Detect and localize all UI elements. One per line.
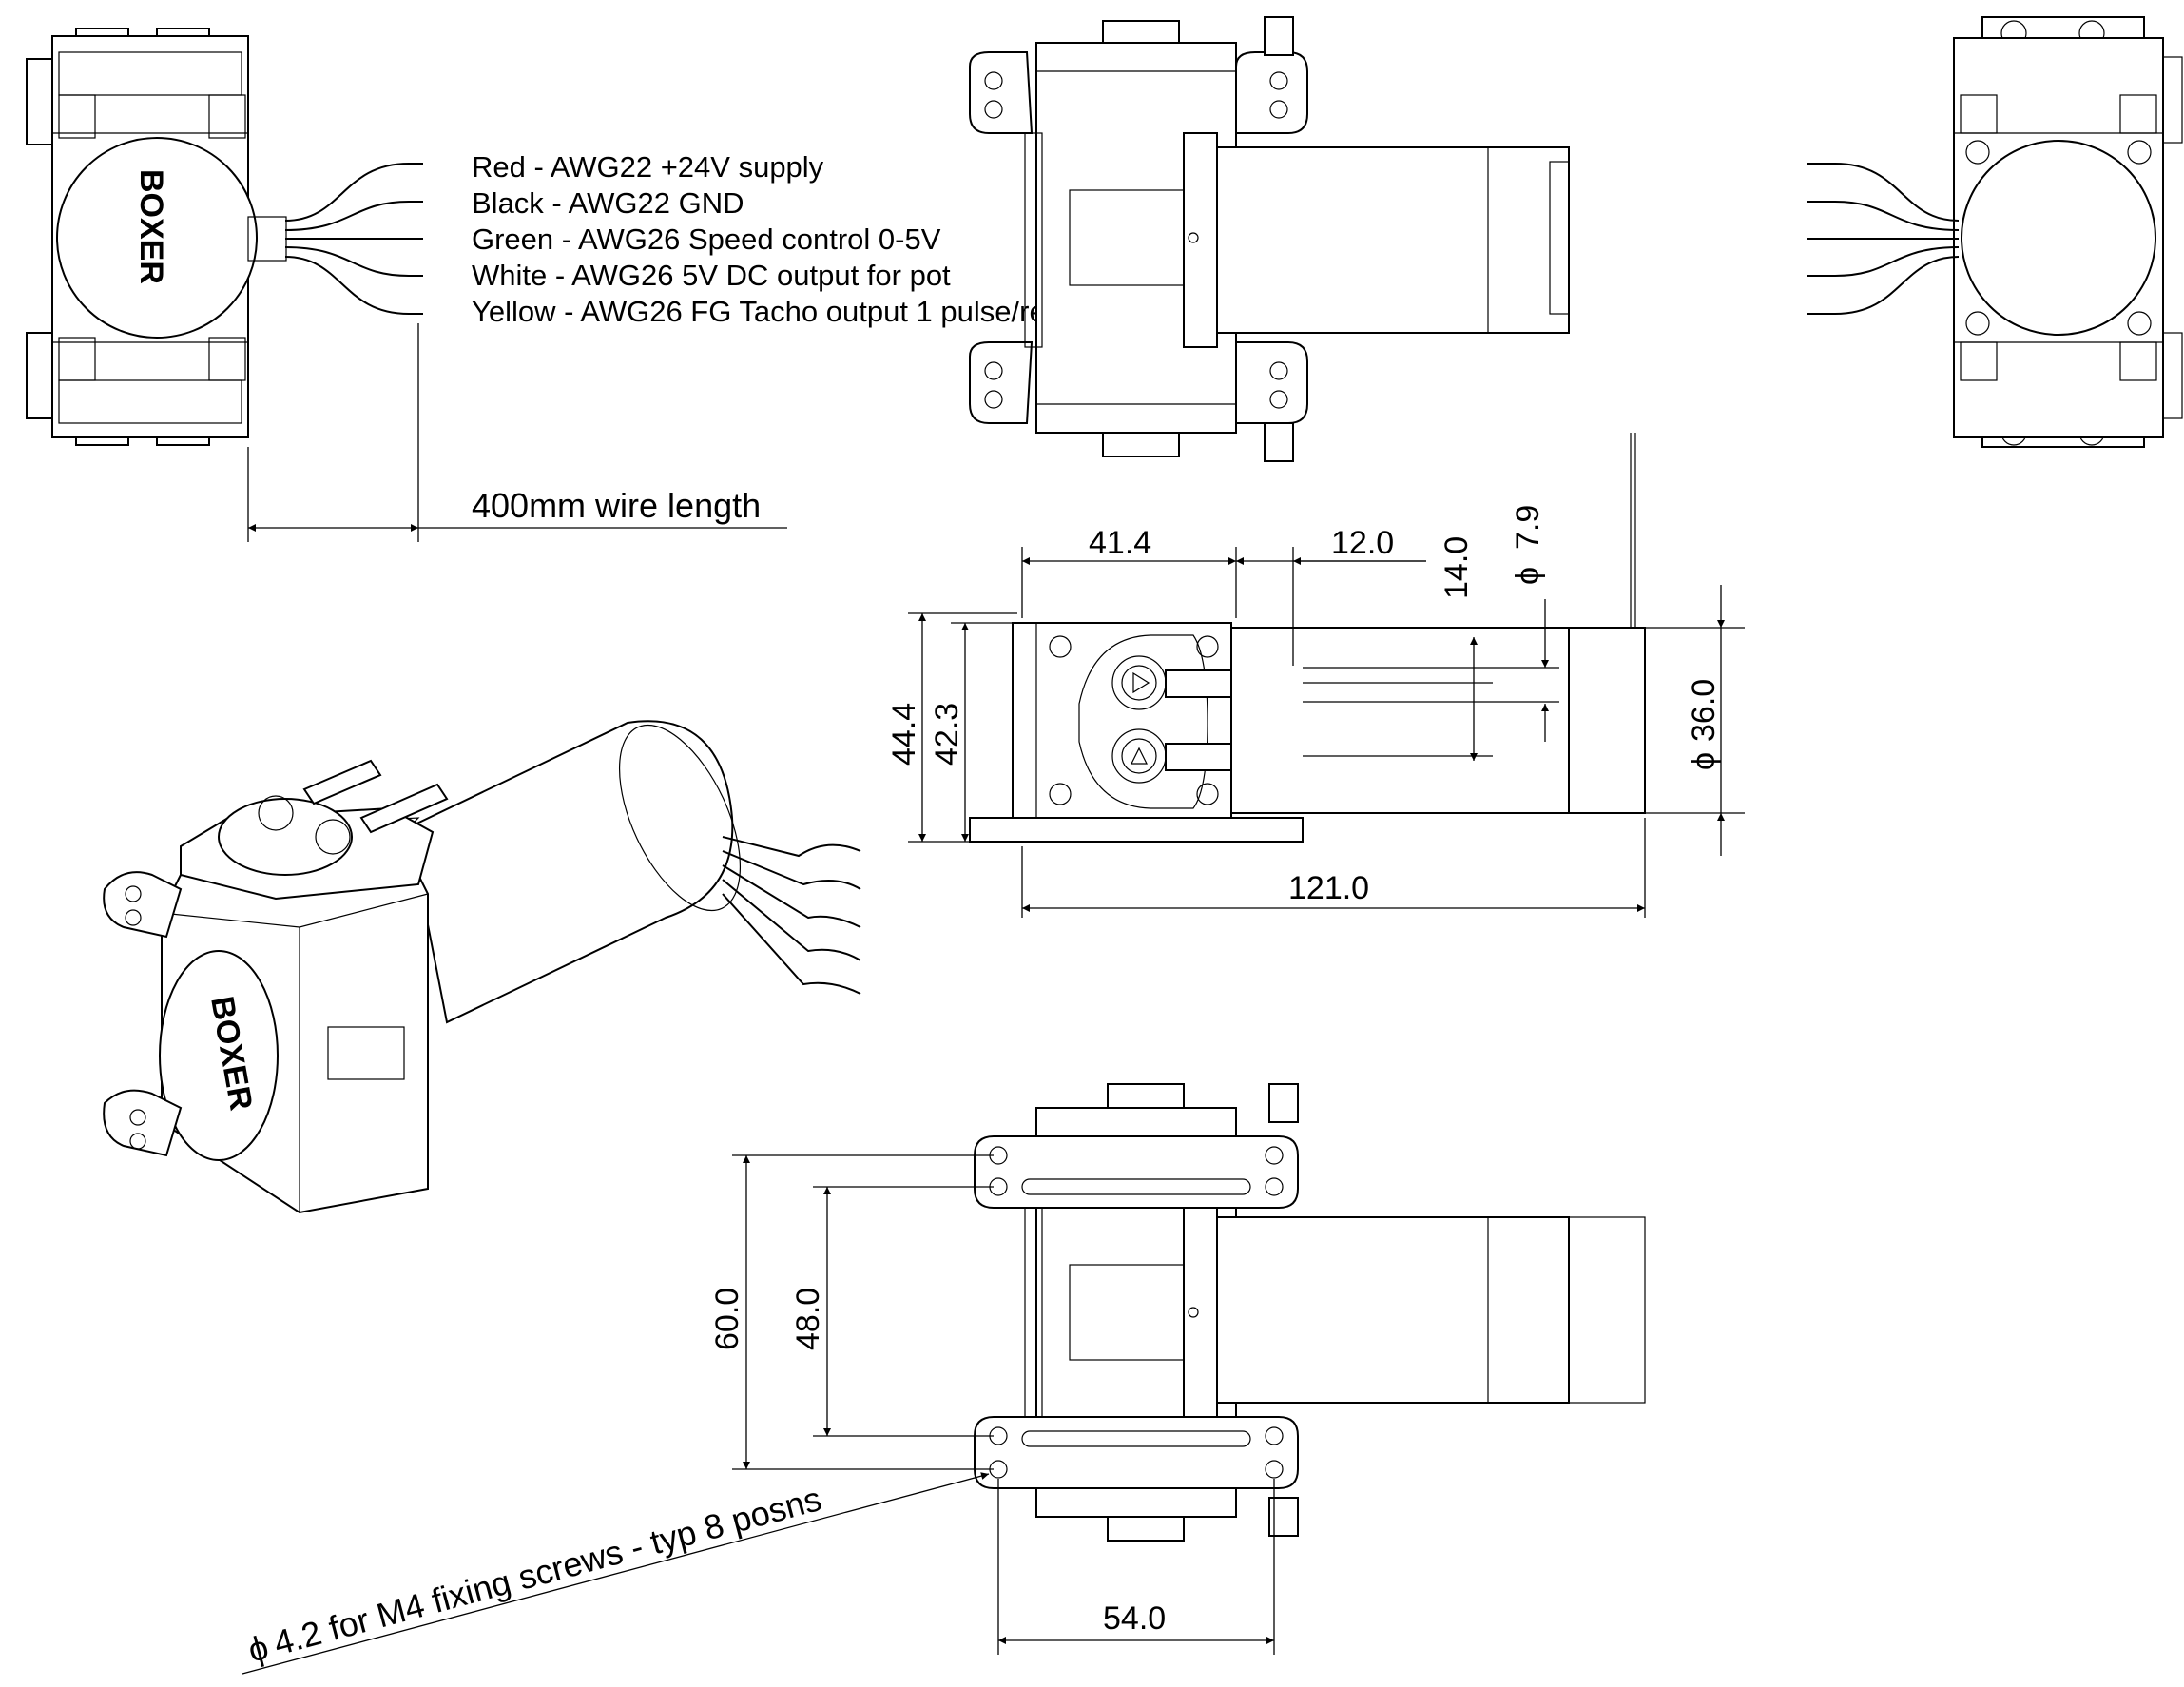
fixing-note: ϕ 4.2 for M4 fixing screws - typ 8 posns [243, 1479, 825, 1670]
dim-port-spacing: 14.0 [1439, 536, 1475, 599]
dim-head-height: 42.3 [929, 703, 965, 766]
dim-inner-hole-pitch: 48.0 [790, 1288, 826, 1350]
fixing-note-dia-symbol: ϕ [243, 1627, 272, 1670]
side-view [969, 433, 1646, 843]
plan-view-dimensions [242, 1154, 1275, 1675]
dim-outer-hole-pitch: 60.0 [709, 1288, 745, 1350]
dim-motor-diameter: 36.0 [1686, 679, 1722, 742]
wire-label-black: Black - AWG22 GND [472, 186, 744, 220]
front-view: BOXER [26, 28, 287, 446]
rear-wire-bundle [1807, 163, 1960, 315]
side-view-dimensions [908, 547, 1745, 918]
wire-length-label: 400mm wire length [472, 486, 761, 525]
boxer-logo: BOXER [133, 169, 169, 284]
rear-view [1953, 16, 2183, 448]
wire-label-red: Red - AWG22 +24V supply [472, 150, 824, 184]
top-view [969, 16, 1570, 462]
dim-dia-symbol-motor: ϕ [1686, 752, 1722, 770]
dim-dia-symbol-port: ϕ [1510, 567, 1546, 585]
wire-label-green: Green - AWG26 Speed control 0-5V [472, 223, 941, 256]
fixing-note-text: 4.2 for M4 fixing screws - typ 8 posns [270, 1479, 826, 1662]
wire-bundle [284, 163, 423, 315]
dim-port-offset: 12.0 [1331, 525, 1394, 561]
dim-overall-length: 121.0 [1288, 870, 1369, 906]
dim-hole-width: 54.0 [1103, 1600, 1166, 1637]
wire-label-yellow: Yellow - AWG26 FG Tacho output 1 pulse/r… [472, 295, 1061, 328]
dim-port-diameter: 7.9 [1510, 505, 1546, 550]
dim-base-height: 44.4 [886, 703, 922, 766]
wire-label-white: White - AWG26 5V DC output for pot [472, 259, 951, 292]
dim-body-length: 41.4 [1089, 525, 1151, 561]
plan-view [974, 1083, 1646, 1542]
wire-length-dimension [247, 323, 787, 542]
isometric-view: BOXER [103, 720, 861, 1214]
